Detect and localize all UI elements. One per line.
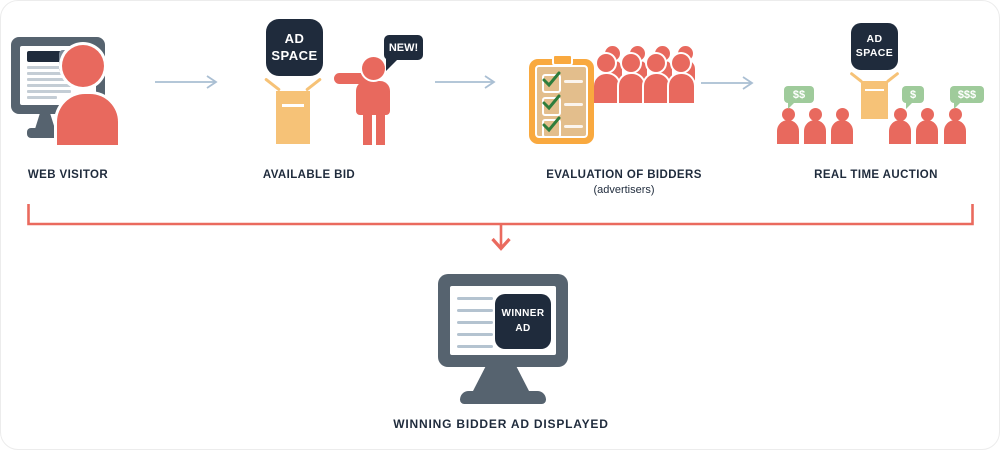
clipboard-clip bbox=[552, 54, 573, 66]
new-speech-bubble: NEW! bbox=[384, 35, 423, 60]
bidder-body bbox=[644, 74, 669, 103]
webpage-header-bar bbox=[27, 51, 61, 62]
checkmark-icon bbox=[542, 71, 561, 88]
text-line bbox=[27, 78, 71, 81]
bid-amount: $$ bbox=[792, 88, 806, 101]
ad-space-badge: AD SPACE bbox=[266, 19, 323, 76]
step-label-evaluation: EVALUATION OF BIDDERS bbox=[546, 169, 702, 181]
step-label-available-bid: AVAILABLE BID bbox=[262, 169, 356, 181]
bidder-head bbox=[782, 108, 795, 121]
auctioneer-torso bbox=[356, 81, 390, 115]
monitor-icon: WINNER AD bbox=[438, 274, 568, 367]
new-bubble-text: NEW! bbox=[388, 41, 419, 54]
bidder-body bbox=[804, 120, 826, 144]
auctioneer-head bbox=[362, 57, 385, 80]
ad-space-line1: AD bbox=[866, 33, 883, 46]
text-line bbox=[27, 72, 71, 75]
text-line bbox=[27, 84, 71, 87]
bidder-body bbox=[831, 120, 853, 144]
flow-arrow-icon bbox=[435, 75, 496, 89]
checklist-line bbox=[564, 125, 583, 128]
bidder-head bbox=[894, 108, 907, 121]
auctioneer-leg bbox=[363, 115, 372, 145]
bid-bubble: $$ bbox=[784, 86, 814, 103]
bid-amount: $$$ bbox=[957, 88, 977, 101]
bid-bubble-tail bbox=[788, 102, 795, 109]
text-line bbox=[457, 297, 493, 300]
bidder-body bbox=[669, 74, 694, 103]
box-flap-right bbox=[305, 77, 322, 92]
flow-arrow-icon bbox=[155, 75, 218, 89]
bidder-body bbox=[594, 74, 619, 103]
winner-ad-line1: WINNER bbox=[501, 308, 545, 319]
podium-line bbox=[282, 104, 304, 107]
speech-bubble-tail bbox=[386, 59, 398, 71]
ad-space-badge: AD SPACE bbox=[851, 23, 898, 70]
monitor-stand bbox=[35, 113, 55, 129]
monitor-base bbox=[460, 391, 546, 404]
bidder-body bbox=[889, 120, 911, 144]
bid-amount: $ bbox=[909, 88, 917, 101]
bid-bubble-tail bbox=[954, 102, 961, 109]
ad-space-line1: AD bbox=[284, 30, 305, 46]
box-flap-left bbox=[264, 77, 281, 92]
bidder-body bbox=[944, 120, 966, 144]
auction-podium bbox=[861, 81, 888, 119]
flow-arrow-icon bbox=[701, 76, 754, 90]
text-line bbox=[457, 321, 493, 324]
auctioneer-arm bbox=[334, 73, 369, 84]
bidder-body bbox=[777, 120, 799, 144]
text-line bbox=[27, 96, 57, 99]
bid-bubble-tail bbox=[906, 102, 913, 109]
web-visitor-body bbox=[57, 94, 118, 145]
bidder-head bbox=[921, 108, 934, 121]
bidder-head bbox=[597, 54, 615, 72]
merge-bracket-arrow bbox=[27, 204, 974, 251]
bid-bubble: $ bbox=[902, 86, 924, 103]
text-line bbox=[27, 90, 71, 93]
checklist-line bbox=[564, 80, 583, 83]
bidder-head bbox=[809, 108, 822, 121]
checkmark-icon bbox=[542, 116, 561, 133]
ad-space-line2: SPACE bbox=[271, 47, 318, 63]
checkbox bbox=[542, 119, 561, 138]
ad-space-line2: SPACE bbox=[855, 46, 894, 59]
web-visitor-head bbox=[62, 45, 104, 87]
bidder-head bbox=[949, 108, 962, 121]
checklist-line bbox=[564, 103, 583, 106]
podium-line bbox=[865, 89, 884, 91]
bidder-head bbox=[647, 54, 665, 72]
bidder-head bbox=[672, 54, 690, 72]
winner-ad-line2: AD bbox=[515, 322, 531, 334]
text-line bbox=[457, 333, 493, 336]
step-label-web-visitor: WEB VISITOR bbox=[27, 169, 109, 181]
text-line bbox=[457, 309, 493, 312]
text-line bbox=[27, 66, 71, 69]
bidder-head bbox=[622, 54, 640, 72]
step-label-real-time-auction: REAL TIME AUCTION bbox=[814, 169, 938, 181]
bidder-body bbox=[619, 74, 644, 103]
monitor-base bbox=[27, 128, 67, 138]
winner-ad-badge: WINNER AD bbox=[495, 294, 551, 349]
text-line bbox=[457, 345, 493, 348]
checkmark-icon bbox=[542, 94, 561, 111]
auctioneer-leg bbox=[376, 115, 385, 145]
bidder-head bbox=[836, 108, 849, 121]
bid-bubble: $$$ bbox=[950, 86, 984, 103]
checkbox bbox=[542, 74, 561, 93]
result-label: WINNING BIDDER AD DISPLAYED bbox=[393, 417, 609, 431]
checkbox bbox=[542, 97, 561, 116]
bidder-body bbox=[916, 120, 938, 144]
auction-podium bbox=[276, 91, 310, 144]
step-sublabel-advertisers: (advertisers) bbox=[593, 184, 655, 196]
monitor-stand bbox=[473, 367, 529, 391]
